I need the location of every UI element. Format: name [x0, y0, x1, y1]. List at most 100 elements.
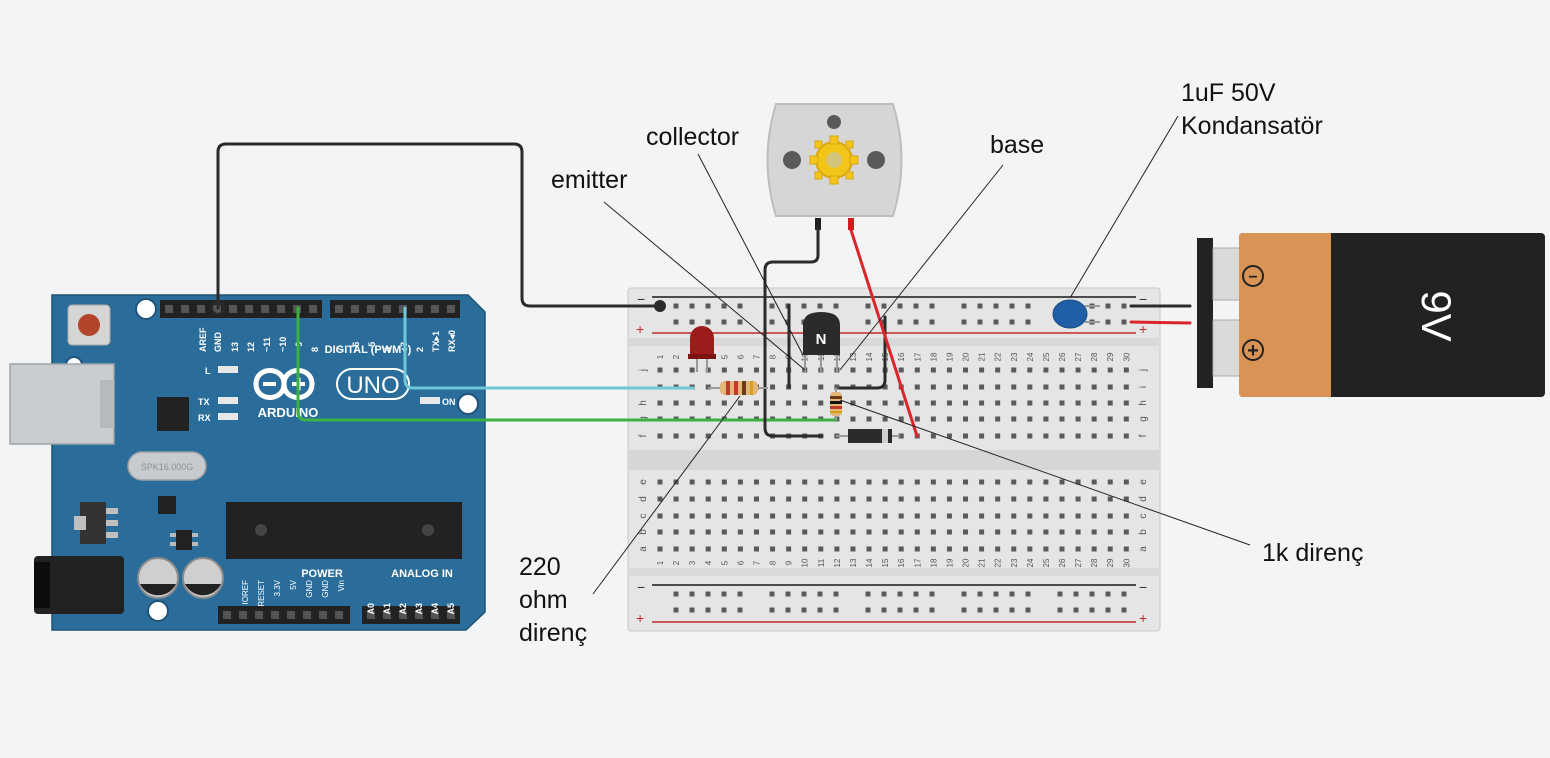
- breadboard-col-label: 14: [865, 558, 874, 567]
- breadboard-col-label: 22: [994, 558, 1003, 567]
- svg-text:+: +: [636, 610, 644, 626]
- ceramic-capacitor[interactable]: [1052, 299, 1100, 329]
- power-pin-label: GND: [305, 580, 314, 598]
- breadboard-col-label: 27: [1074, 558, 1083, 567]
- breadboard-row-label: e: [638, 479, 649, 485]
- svg-text:−: −: [1139, 579, 1147, 595]
- gear-icon: [809, 135, 859, 185]
- breadboard-col-label: 26: [1058, 352, 1067, 361]
- svg-text:−: −: [1139, 291, 1147, 307]
- breadboard-col-label: 25: [1042, 558, 1051, 567]
- digital-pin-label: ~5: [367, 342, 377, 352]
- digital-pin-label: TX▸1: [431, 331, 441, 352]
- breadboard-row-label: d: [1138, 496, 1149, 502]
- breadboard-col-label: 20: [962, 558, 971, 567]
- label-base: base: [990, 131, 1045, 159]
- breadboard-col-label: 26: [1058, 558, 1067, 567]
- breadboard-col-label: 3: [688, 560, 697, 565]
- breadboard-col-label: 22: [994, 352, 1003, 361]
- svg-text:9V: 9V: [1413, 290, 1460, 341]
- svg-text:N: N: [816, 331, 827, 348]
- digital-pin-label: ~11: [262, 337, 272, 352]
- breadboard-col-label: 19: [945, 558, 954, 567]
- label-emitter: emitter: [551, 166, 628, 194]
- wires[interactable]: [211, 142, 1192, 438]
- breadboard-col-label: 24: [1026, 558, 1035, 567]
- uno-badge: UNO: [336, 368, 410, 400]
- digital-pin-label: GND: [213, 332, 223, 353]
- red-led[interactable]: [688, 326, 716, 372]
- power-jack: [34, 556, 124, 614]
- breadboard-col-label: 29: [1106, 558, 1115, 567]
- crystal: [127, 451, 207, 481]
- breadboard-row-label: a: [638, 546, 649, 552]
- breadboard-row-label: j: [638, 369, 649, 372]
- breadboard-row-label: g: [1138, 416, 1149, 422]
- svg-text:+: +: [1247, 340, 1259, 362]
- svg-text:TX: TX: [198, 397, 210, 407]
- breadboard-col-label: 19: [945, 352, 954, 361]
- digital-header-right: [330, 300, 460, 318]
- arduino-board[interactable]: SPK16.000G L TX RX ON ARDUINO: [9, 294, 486, 631]
- wire-motor-neg-black: [763, 228, 824, 438]
- digital-pin-label: 13: [230, 342, 240, 352]
- breadboard-col-label: 7: [752, 354, 761, 359]
- power-header: [218, 606, 350, 624]
- breadboard-row-label: i: [1138, 386, 1149, 388]
- wire-pin5-green: [296, 306, 838, 422]
- label-220-resistor: 220 ohm direnç: [519, 551, 587, 650]
- analog-header: [362, 606, 460, 624]
- svg-text:ARDUINO: ARDUINO: [258, 405, 319, 420]
- label-220-line2: ohm: [519, 586, 568, 614]
- breadboard-col-label: 23: [1010, 352, 1019, 361]
- label-1k-resistor: 1k direnç: [1262, 539, 1364, 567]
- svg-text:+: +: [1139, 610, 1147, 626]
- label-collector: collector: [646, 123, 740, 151]
- breadboard-col-label: 29: [1106, 352, 1115, 361]
- label-capacitor: 1uF 50V Kondansatör: [1181, 77, 1323, 143]
- breadboard-col-label: 30: [1122, 352, 1131, 361]
- annotation-leaders: [592, 115, 1251, 595]
- atmega-chip: [226, 502, 462, 559]
- digital-pin-label: RX◂0: [447, 330, 457, 352]
- digital-pin-label: 8: [310, 347, 320, 352]
- power-pin-label: RESET: [257, 580, 266, 607]
- breadboard-row-label: d: [638, 496, 649, 502]
- breadboard-col-label: 5: [720, 560, 729, 565]
- transistor-npn[interactable]: N: [803, 312, 840, 372]
- breadboard-col-label: 16: [897, 558, 906, 567]
- analog-pin-label: A3: [414, 603, 424, 615]
- wire-motor-pos-red: [849, 228, 919, 438]
- breadboard-col-label: 13: [849, 558, 858, 567]
- power-pin-label: IOREF: [241, 580, 250, 605]
- breadboard-col-label: 21: [978, 558, 987, 567]
- digital-pin-label: ~6: [351, 342, 361, 352]
- board-capacitors: [137, 557, 224, 599]
- reset-button[interactable]: [67, 304, 111, 346]
- resistor-220-ohm[interactable]: [708, 381, 768, 395]
- breadboard-row-label: f: [638, 434, 649, 437]
- battery-9v[interactable]: − + 9V: [1197, 233, 1545, 397]
- svg-text:ON: ON: [442, 397, 456, 407]
- analog-pin-label: A0: [366, 603, 376, 615]
- label-capacitor-line2: Kondansatör: [1181, 112, 1323, 140]
- resistor-1k[interactable]: [830, 388, 842, 420]
- svg-text:UNO: UNO: [346, 372, 399, 399]
- breadboard-row-label: j: [1138, 369, 1149, 372]
- breadboard-col-label: 15: [881, 558, 890, 567]
- breadboard-row-label: b: [638, 529, 649, 535]
- breadboard-col-label: 2: [672, 560, 681, 565]
- label-220-line1: 220: [519, 553, 561, 581]
- power-pin-label: 3.3V: [273, 579, 282, 596]
- breadboard-col-label: 21: [978, 352, 987, 361]
- wire-battery-pos: [1129, 320, 1192, 325]
- breadboard-row-label: h: [638, 400, 649, 406]
- diode[interactable]: [836, 429, 900, 443]
- svg-text:+: +: [1139, 321, 1147, 337]
- breadboard-row-label: h: [1138, 400, 1149, 406]
- breadboard-col-label: 23: [1010, 558, 1019, 567]
- breadboard-col-label: 28: [1090, 558, 1099, 567]
- dc-motor[interactable]: [766, 103, 903, 230]
- breadboard-col-label: 25: [1042, 352, 1051, 361]
- svg-text:+: +: [636, 321, 644, 337]
